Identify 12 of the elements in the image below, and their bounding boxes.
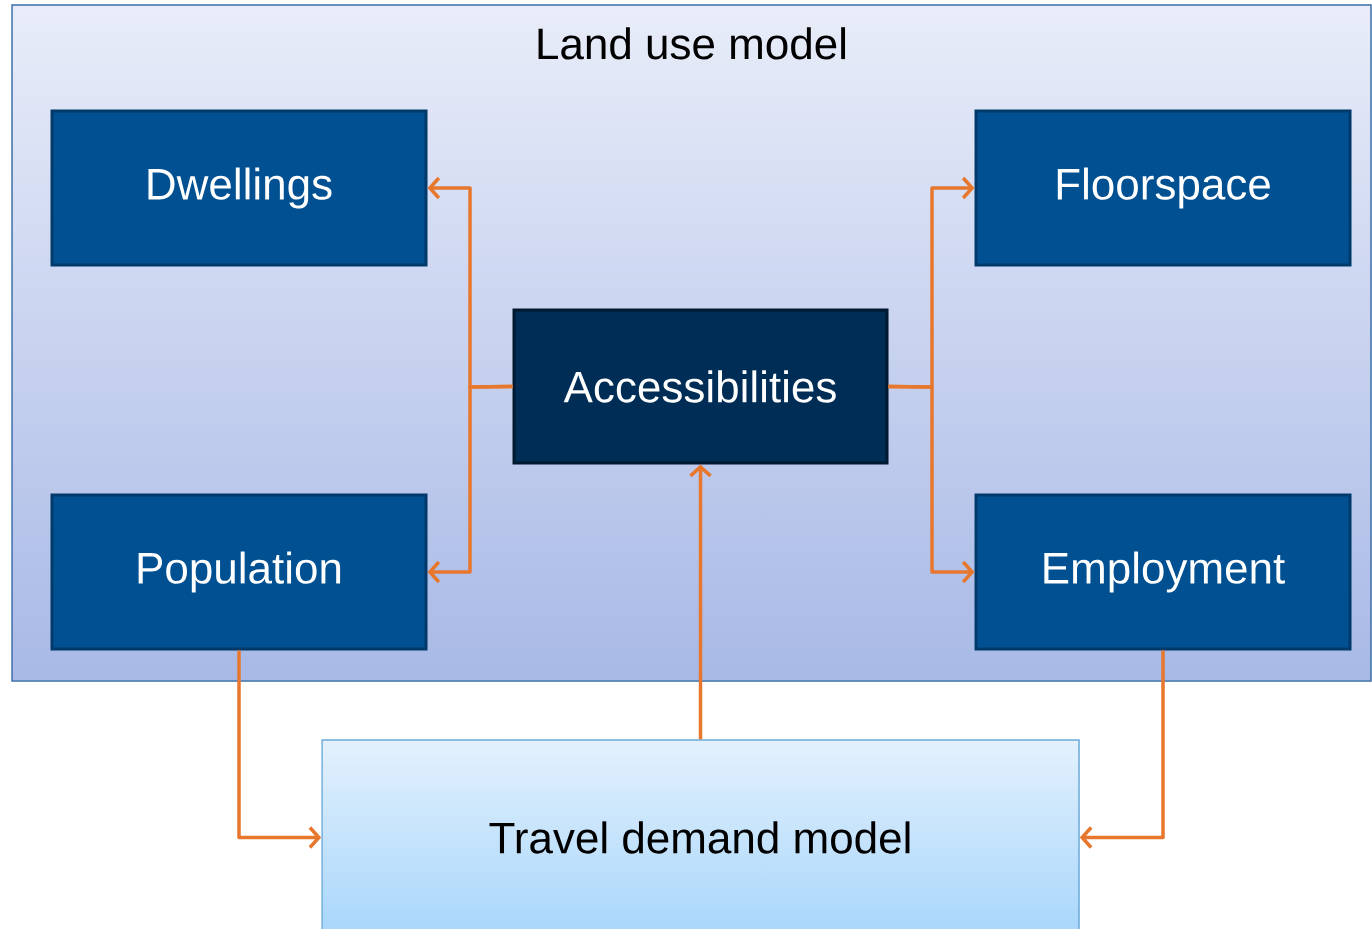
process-box: Dwellings	[50, 109, 428, 267]
process-box: Population	[50, 493, 428, 651]
model-box: Travel demand model	[321, 739, 1080, 929]
arrow	[237, 650, 322, 849]
frame-title: Land use model	[538, 27, 846, 60]
arrow	[689, 464, 712, 740]
arrow	[1079, 650, 1165, 849]
arrow	[888, 384, 975, 584]
process-box: Accessibilities	[512, 308, 889, 465]
process-box: Floorspace	[974, 109, 1352, 267]
arrow	[427, 384, 513, 584]
process-box: Employment	[974, 493, 1352, 651]
